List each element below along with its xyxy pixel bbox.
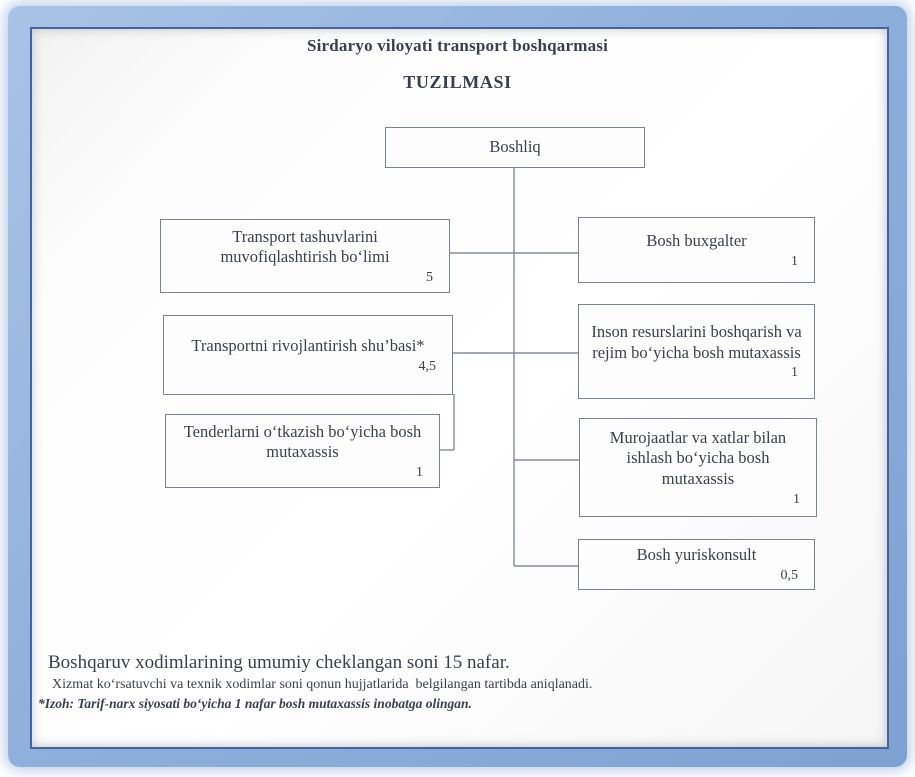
node-tenderlar-bosh-mutaxassis: Tenderlarni o‘tkazish bo‘yicha bosh muta… [165, 414, 440, 488]
node-staff-count: 4,5 [418, 358, 437, 374]
node-label: Transportni rivojlantirish shu’basi* [191, 335, 425, 355]
node-inson-resurslari-mutaxassis: Inson resurslarini boshqarish va rejim b… [578, 304, 815, 399]
node-transportni-rivojlantirish-shubasi: Transportni rivojlantirish shu’basi* 4,5 [163, 315, 453, 395]
node-bosh-yuriskonsult: Bosh yuriskonsult 0,5 [578, 539, 815, 590]
note-total-staff: Boshqaruv xodimlarining umumiy cheklanga… [48, 652, 510, 673]
node-label: Transport tashuvlarini muvofiqlashtirish… [220, 226, 390, 267]
note-izoh: *Izoh: Tarif-narx siyosati bo‘yicha 1 na… [38, 696, 472, 711]
node-staff-count: 0,5 [780, 568, 799, 584]
node-label: Murojaatlar va xatlar bilan ishlash bo‘y… [609, 427, 787, 489]
node-label: Inson resurslarini boshqarish va rejim b… [591, 322, 802, 362]
document-header: Sirdaryo viloyati transport boshqarmasi … [30, 36, 885, 93]
node-label: Bosh buxgalter [646, 230, 747, 250]
footer-notes: Boshqaruv xodimlarining umumiy cheklanga… [38, 652, 868, 712]
page-title: Sirdaryo viloyati transport boshqarmasi [306, 36, 609, 55]
page-subtitle: TUZILMASI [403, 72, 512, 92]
note-technical-staff: Xizmat ko‘rsatuvchi va texnik xodimlar s… [52, 677, 593, 692]
node-murojaatlar-mutaxassis: Murojaatlar va xatlar bilan ishlash bo‘y… [579, 418, 817, 517]
node-label: Boshliq [489, 137, 541, 157]
node-transport-tashuvlari-bolimi: Transport tashuvlarini muvofiqlashtirish… [160, 219, 450, 293]
node-boshliq: Boshliq [385, 127, 645, 168]
node-bosh-buxgalter: Bosh buxgalter 1 [578, 217, 815, 283]
node-staff-count: 1 [791, 253, 798, 269]
node-staff-count: 1 [793, 491, 800, 507]
node-staff-count: 1 [416, 464, 423, 480]
node-staff-count: 5 [426, 269, 433, 285]
node-staff-count: 1 [791, 365, 798, 381]
node-label: Tenderlarni o‘tkazish bo‘yicha bosh muta… [183, 421, 422, 462]
node-label: Bosh yuriskonsult [636, 545, 757, 565]
